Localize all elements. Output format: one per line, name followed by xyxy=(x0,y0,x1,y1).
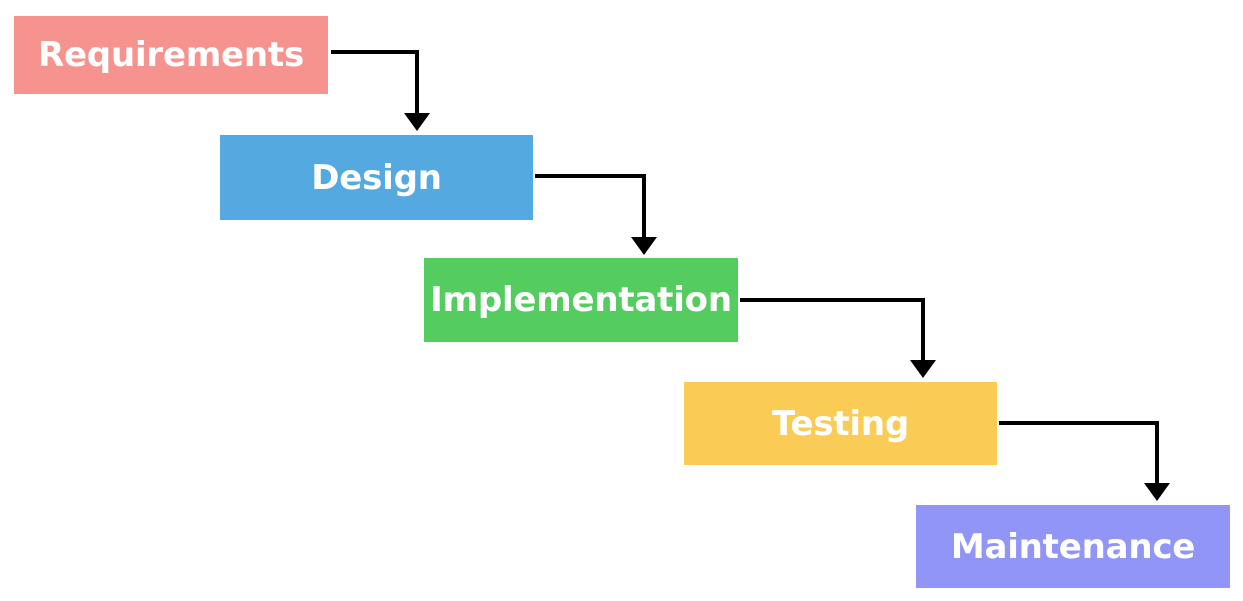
phase-label-testing: Testing xyxy=(771,403,910,444)
phase-box-maintenance[interactable]: Maintenance xyxy=(916,505,1230,588)
flow-arrow-design-to-implementation xyxy=(535,174,657,255)
phase-box-design[interactable]: Design xyxy=(220,135,533,220)
phase-box-requirements[interactable]: Requirements xyxy=(14,16,328,94)
phase-box-implementation[interactable]: Implementation xyxy=(424,258,738,342)
flow-arrow-requirements-to-design xyxy=(331,50,430,131)
phase-label-maintenance: Maintenance xyxy=(950,526,1196,567)
phase-label-requirements: Requirements xyxy=(37,35,305,75)
flow-arrow-implementation-to-testing xyxy=(740,298,936,378)
phase-box-testing[interactable]: Testing xyxy=(684,382,997,465)
phase-label-design: Design xyxy=(311,157,442,198)
phase-label-implementation: Implementation xyxy=(430,280,732,320)
flow-arrow-testing-to-maintenance xyxy=(999,421,1170,501)
